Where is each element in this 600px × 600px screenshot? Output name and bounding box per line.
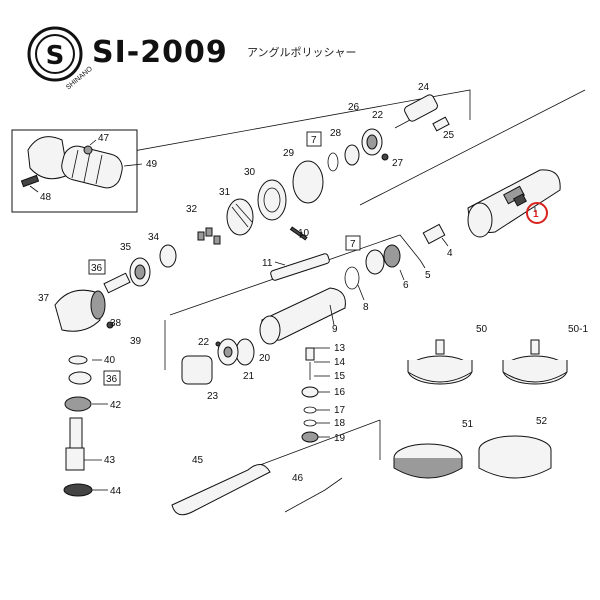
highlight-circle [526, 202, 548, 224]
part-label-4: 4 [447, 248, 453, 259]
throttle-assembly [259, 223, 446, 443]
part-label-34: 34 [148, 232, 160, 243]
angle-head [54, 289, 114, 497]
part-label-48: 48 [40, 192, 52, 203]
part-label-51: 51 [462, 419, 474, 430]
model-number: SI-2009 [92, 35, 228, 70]
tools [171, 464, 343, 516]
part-label-42: 42 [110, 400, 122, 411]
rear-parts [327, 94, 450, 172]
part-label-47: 47 [98, 133, 110, 144]
part-label-39: 39 [130, 336, 142, 347]
part-label-52: 52 [536, 416, 548, 427]
part-label-50-1: 50-1 [568, 324, 588, 335]
part-label-32: 32 [186, 204, 198, 215]
polishing-pads [393, 339, 568, 479]
part-label-35: 35 [120, 242, 132, 253]
part-label-19: 19 [334, 433, 346, 444]
leader-lines [29, 139, 536, 491]
part-label-49: 49 [146, 159, 158, 170]
logo-letter: S [46, 41, 65, 71]
part-label-45: 45 [192, 455, 204, 466]
part-label-7: 7 [311, 135, 317, 146]
part-label-38: 38 [110, 318, 122, 329]
part-label-43: 43 [104, 455, 116, 466]
part-label-23: 23 [207, 391, 219, 402]
part-label-25: 25 [443, 130, 455, 141]
part-label-10: 10 [298, 228, 310, 239]
part-label-27: 27 [392, 158, 404, 169]
part-label-30: 30 [244, 167, 256, 178]
motor-housing [467, 169, 561, 238]
part-label-9: 9 [332, 324, 338, 335]
bearing-gear [103, 257, 151, 294]
part-label-31: 31 [219, 187, 231, 198]
part-label-13: 13 [334, 343, 346, 354]
part-label-20: 20 [259, 353, 271, 364]
rotor-assembly [159, 160, 324, 268]
part-label-26: 26 [348, 102, 360, 113]
part-number-labels: 1 4 5 6 7 7 8 9 10 11 13 14 15 16 17 18 … [38, 82, 588, 497]
part-label-18: 18 [334, 418, 346, 429]
part-label-24: 24 [418, 82, 430, 93]
front-cap [181, 338, 255, 385]
part-label-21: 21 [243, 371, 255, 382]
part-label-6: 6 [403, 280, 409, 291]
part-label-37: 37 [38, 293, 50, 304]
boxed-label-frames [88, 131, 361, 386]
part-label-22: 22 [372, 110, 384, 121]
assembly-guides [39, 89, 586, 466]
handle-inset [11, 129, 138, 213]
part-label-44: 44 [110, 486, 122, 497]
part-label-15: 15 [334, 371, 346, 382]
part-label-50: 50 [476, 324, 488, 335]
part-label-22: 22 [198, 337, 210, 348]
part-label-5: 5 [425, 270, 431, 281]
part-label-29: 29 [283, 148, 295, 159]
brand-logo: S SHINANO [27, 26, 94, 91]
part-label-28: 28 [330, 128, 342, 139]
part-label-17: 17 [334, 405, 346, 416]
part-label-36: 36 [106, 374, 118, 385]
part-label-40: 40 [104, 355, 116, 366]
part-label-1: 1 [533, 209, 539, 220]
product-name: アングルポリッシャー [247, 45, 357, 59]
part-label-36: 36 [91, 263, 103, 274]
part-label-8: 8 [363, 302, 369, 313]
part-label-46: 46 [292, 473, 304, 484]
part-label-14: 14 [334, 357, 346, 368]
part-label-16: 16 [334, 387, 346, 398]
part-label-11: 11 [262, 258, 273, 269]
part-label-7: 7 [350, 239, 356, 250]
